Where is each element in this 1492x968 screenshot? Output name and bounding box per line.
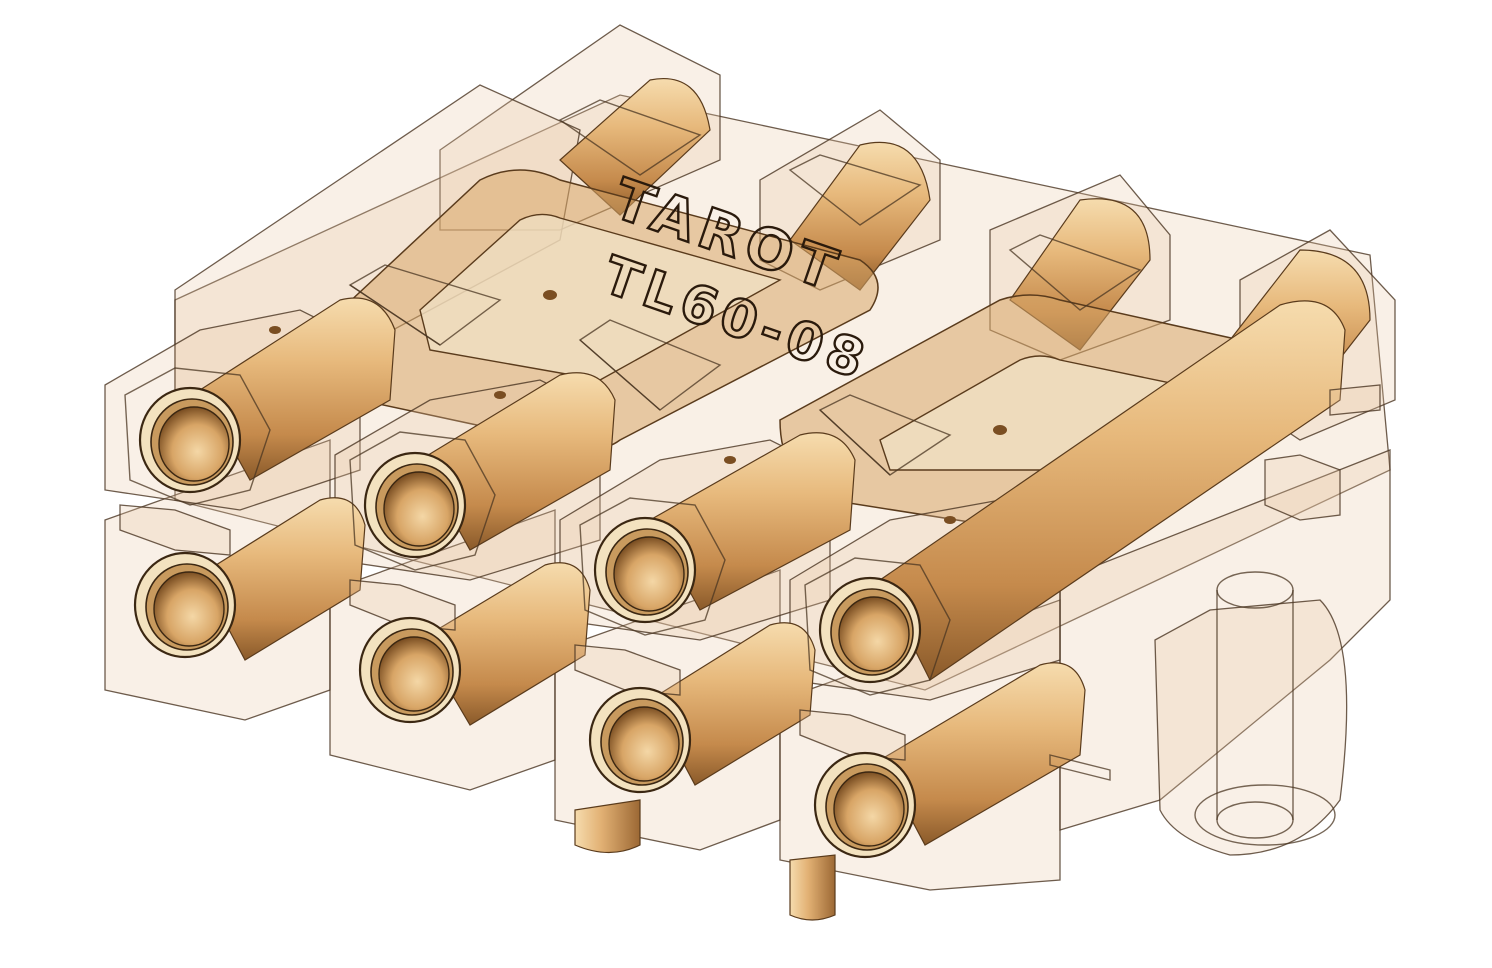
bore-top-4 bbox=[818, 576, 922, 684]
bore-bottom-3 bbox=[588, 686, 692, 794]
screw-holes bbox=[269, 290, 1007, 524]
front-pipes-upper bbox=[199, 297, 1346, 681]
pyramid-pockets bbox=[348, 99, 1142, 476]
alignment-tabs bbox=[119, 384, 1381, 761]
front-pipes-lower bbox=[199, 497, 1086, 846]
bottom-pins bbox=[574, 799, 836, 921]
bore-top-3 bbox=[593, 516, 697, 624]
bore-bottom-1 bbox=[133, 551, 237, 659]
bore-bottom-2 bbox=[358, 616, 462, 724]
hex-outlines bbox=[124, 367, 951, 696]
bore-bottom-4 bbox=[813, 751, 917, 859]
mounting-boss bbox=[1049, 571, 1348, 856]
busbar-loop-left bbox=[327, 169, 879, 450]
bore-top-1 bbox=[138, 386, 242, 494]
bore-top-2 bbox=[363, 451, 467, 559]
